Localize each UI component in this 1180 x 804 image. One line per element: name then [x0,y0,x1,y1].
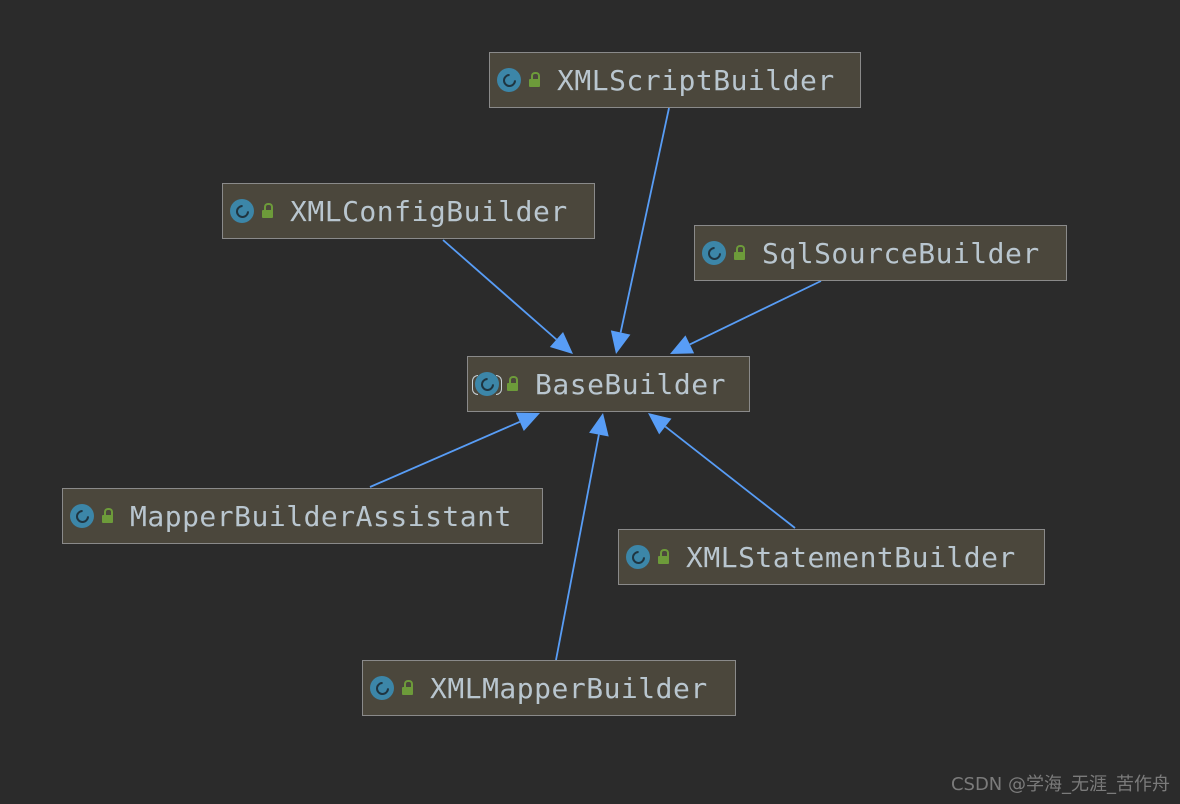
node-label: BaseBuilder [535,367,726,401]
edge-line [689,280,822,346]
class-icon [702,241,726,265]
watermark: CSDN @学海_无涯_苦作舟 [950,774,1170,795]
inheritance-arrowhead [670,335,695,354]
inheritance-arrowhead [648,413,672,435]
public-lock-icon [529,72,541,88]
node-xmlconfigbuilder[interactable]: XMLConfigBuilder [222,183,595,239]
inheritance-arrowhead [549,331,573,354]
edge-xmlconfigbuilder-to-basebuilder [442,239,573,354]
edge-sqlsourcebuilder-to-basebuilder [670,280,822,354]
public-lock-icon [262,203,274,219]
node-label: XMLStatementBuilder [686,540,1016,574]
node-label: XMLConfigBuilder [290,194,568,228]
class-icon [626,545,650,569]
node-sqlsourcebuilder[interactable]: SqlSourceBuilder [694,225,1067,281]
node-label: XMLScriptBuilder [557,63,835,97]
class-icon [497,68,521,92]
node-mapperbuilderassistant[interactable]: MapperBuilderAssistant [62,488,543,544]
inheritance-arrowhead [610,330,631,354]
public-lock-icon [102,508,114,524]
edge-xmlscriptbuilder-to-basebuilder [610,107,670,354]
class-icon [70,504,94,528]
node-basebuilder[interactable]: BaseBuilder [467,356,750,412]
edge-xmlstatementbuilder-to-basebuilder [648,413,796,529]
public-lock-icon [507,376,519,392]
edge-line [555,434,600,661]
edge-line [619,107,670,333]
node-xmlscriptbuilder[interactable]: XMLScriptBuilder [489,52,861,108]
edge-line [442,239,558,341]
node-label: SqlSourceBuilder [762,236,1040,270]
inheritance-arrowhead [589,413,609,437]
node-xmlmapperbuilder[interactable]: XMLMapperBuilder [362,660,736,716]
edge-line [369,420,521,488]
node-label: MapperBuilderAssistant [130,499,512,533]
inheritance-arrowhead [515,412,540,431]
public-lock-icon [402,680,414,696]
node-xmlstatementbuilder[interactable]: XMLStatementBuilder [618,529,1045,585]
edge-line [664,425,796,529]
public-lock-icon [734,245,746,261]
edge-xmlmapperbuilder-to-basebuilder [555,413,609,661]
class-icon [370,676,394,700]
abstract-class-icon [472,372,502,396]
node-label: XMLMapperBuilder [430,671,708,705]
class-icon [230,199,254,223]
edge-mapperbuilderassistant-to-basebuilder [369,412,540,488]
public-lock-icon [658,549,670,565]
